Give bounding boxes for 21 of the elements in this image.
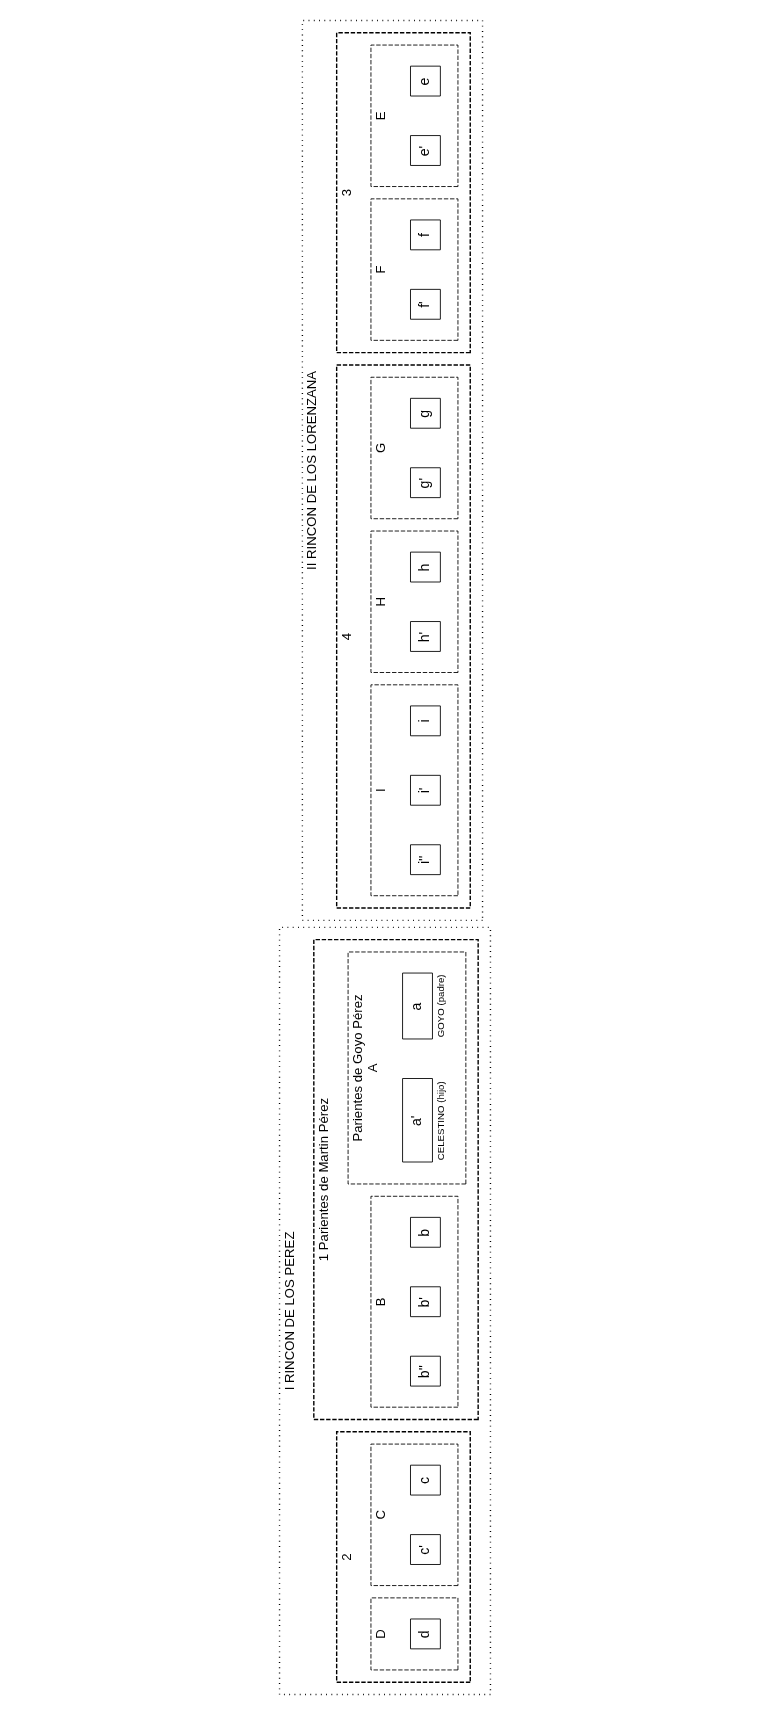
node-box: c (410, 1464, 441, 1496)
node-box: h' (410, 621, 441, 652)
node-label: CELESTINO (hijo) (434, 1081, 446, 1161)
node-label: GOYO (padre) (434, 974, 446, 1038)
node-box: e (410, 65, 441, 97)
node-box: h (410, 551, 441, 583)
node-box: e' (410, 135, 441, 166)
node-box: b' (410, 1286, 441, 1318)
node-box: d (410, 1618, 441, 1650)
node-box: b'' (410, 1355, 441, 1387)
node-box: c' (410, 1534, 441, 1565)
node-box: g' (410, 467, 441, 499)
node-box: i (410, 705, 441, 737)
node-box: i'' (410, 844, 441, 876)
node-box: f' (410, 288, 441, 320)
node-box: i' (410, 774, 441, 806)
node-box: b (410, 1216, 441, 1248)
node-box: a (402, 972, 433, 1040)
node-box: g (410, 397, 441, 429)
node-box: f (410, 219, 441, 251)
node-box: a' (402, 1078, 433, 1163)
